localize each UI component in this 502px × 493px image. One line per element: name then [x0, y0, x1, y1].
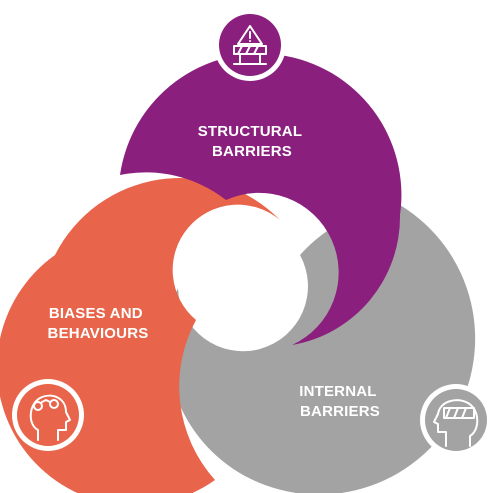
internal-label-line2: BARRIERS — [300, 403, 380, 420]
svg-text:STRUCTURAL BARRIERS: STRUCTURAL BARRIERS — [198, 123, 307, 160]
svg-text:BIASES AND BEHAVIOURS: BIASES AND BEHAVIOURS — [48, 305, 149, 342]
structural-label-line2: BARRIERS — [212, 143, 292, 160]
structural-label-line1: STRUCTURAL — [198, 123, 302, 140]
head-thought-icon — [12, 379, 84, 451]
segment-structural-barriers — [120, 53, 402, 346]
structural-barriers-shape — [120, 53, 402, 346]
biases-label-line2: BEHAVIOURS — [48, 325, 149, 342]
svg-text:INTERNAL BARRIERS: INTERNAL BARRIERS — [299, 383, 381, 420]
internal-label-line1: INTERNAL — [299, 383, 376, 400]
biases-label-line1: BIASES AND — [49, 305, 143, 322]
head-blindfold-icon — [420, 384, 492, 456]
segment-internal-barriers — [166, 205, 476, 493]
internal-barriers-shape — [166, 205, 476, 493]
barrier-warning-icon — [214, 9, 286, 81]
